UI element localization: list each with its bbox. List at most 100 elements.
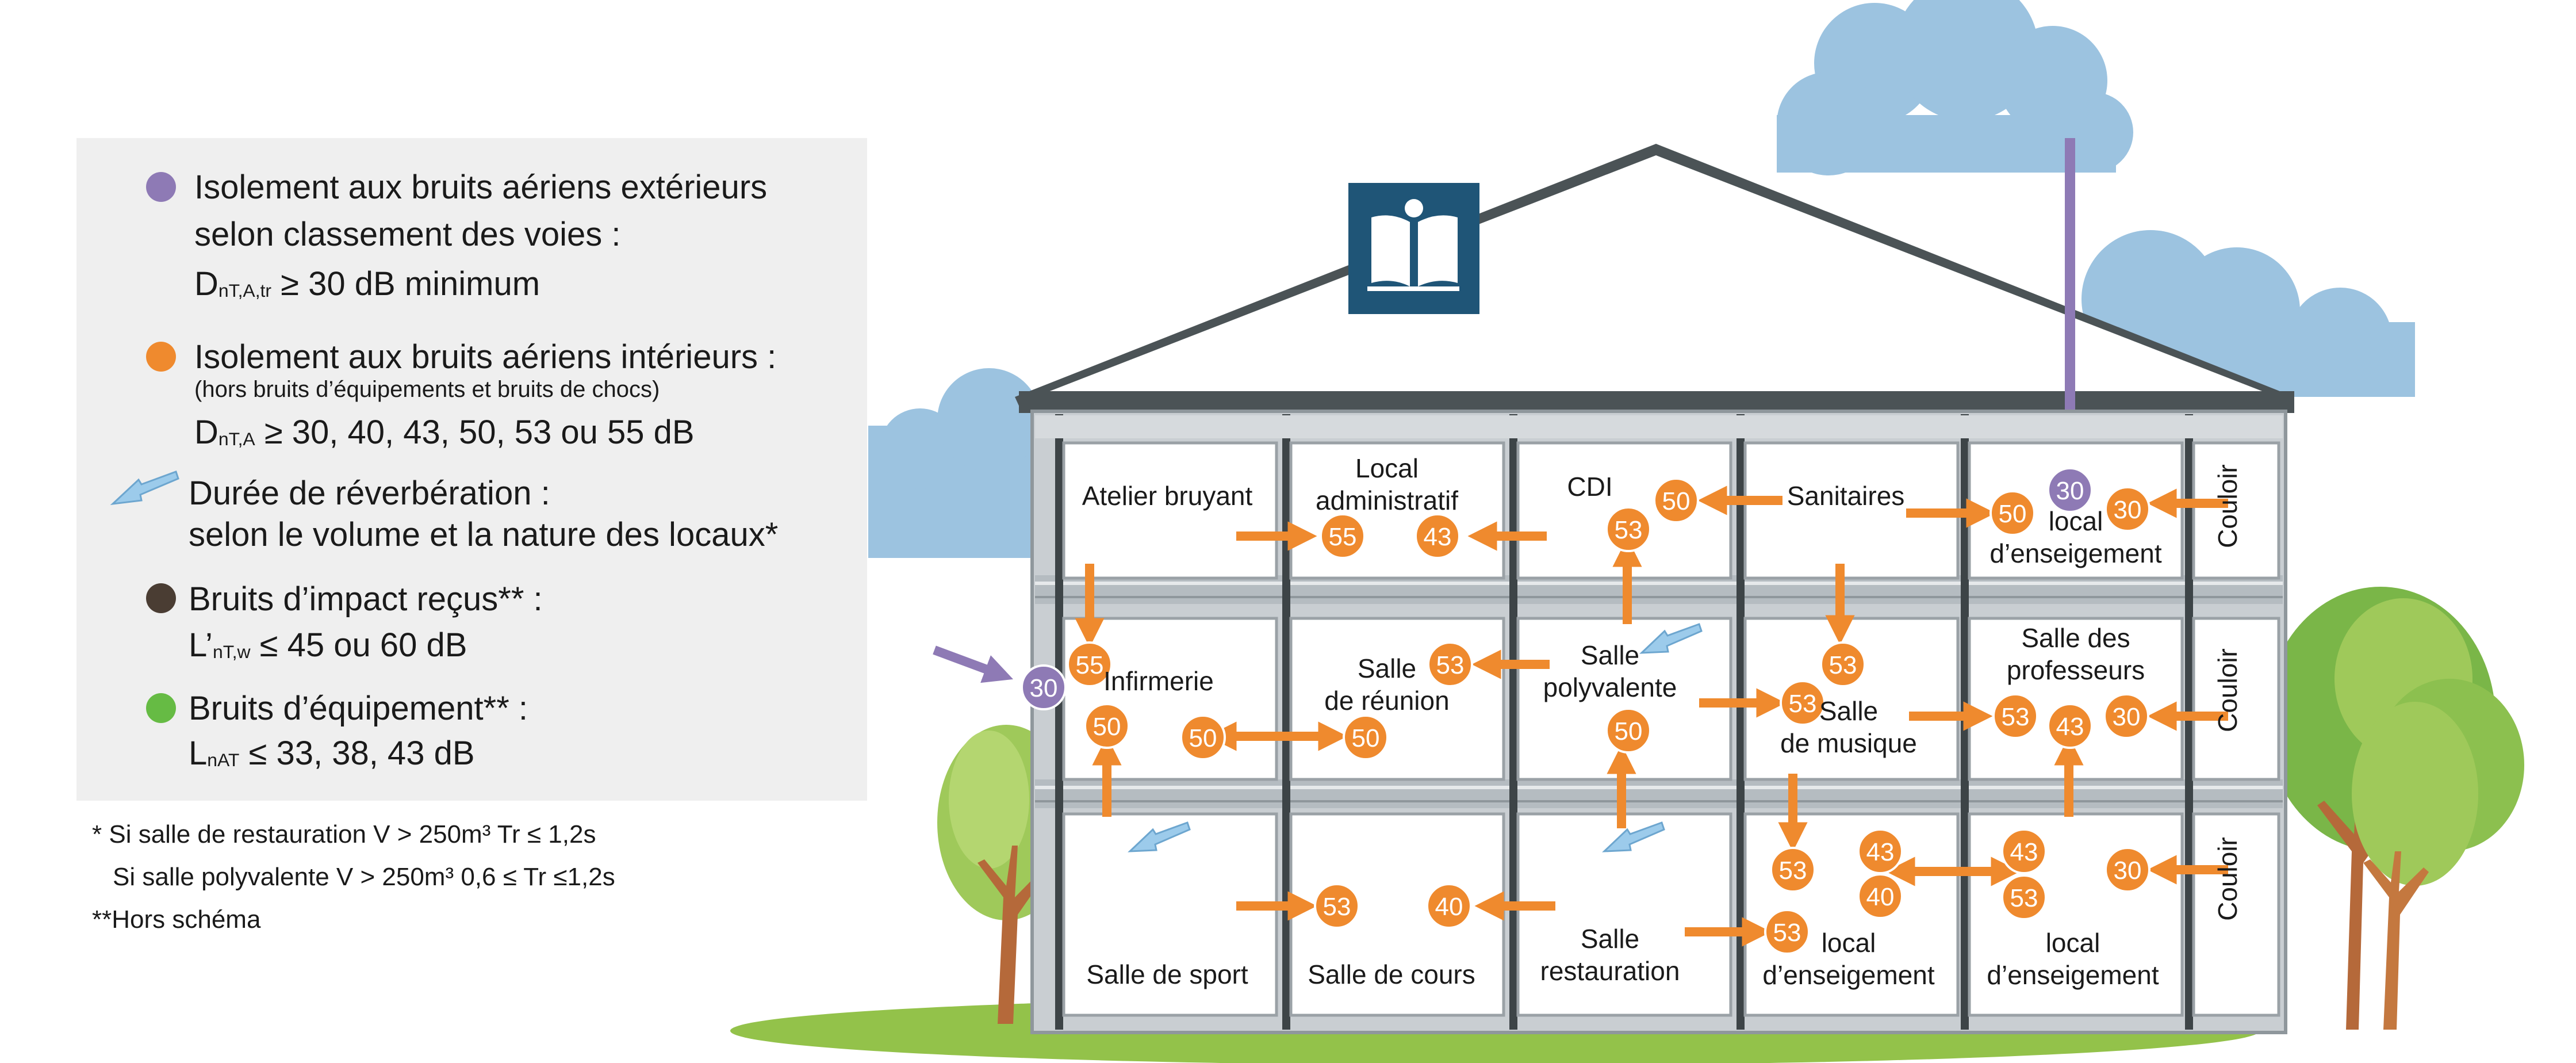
room-label-local-ens-top-2: d’enseigement (1989, 538, 2161, 568)
isolation-badge-b25: 40 (1857, 873, 1903, 919)
room-label-salle-restauration-1: Salle (1581, 924, 1639, 954)
floor-slab (1035, 575, 2283, 604)
isolation-badge-b11: 50 (1605, 708, 1651, 754)
facade-column (1282, 414, 1290, 1030)
reverberation-arrow-icon (1639, 623, 1703, 654)
isolation-badge-value: 50 (1999, 500, 2027, 528)
isolation-badge-value: 53 (2010, 884, 2038, 912)
isolation-badge-value: 53 (1779, 856, 1807, 885)
isolation-badge-b24: 43 (1857, 828, 1903, 874)
room-salle-reunion (1289, 617, 1505, 781)
legend-dot-interior (146, 342, 176, 372)
isolation-badge-value: 53 (1829, 651, 1857, 679)
isolation-badge-value: 30 (2056, 477, 2084, 505)
isolation-badge-value: 40 (1435, 893, 1463, 921)
facade-column (1736, 414, 1745, 1030)
room-label-salle-profs-1: Salle des (2021, 623, 2130, 653)
room-atelier (1062, 441, 1278, 580)
isolation-badge-b8: 55 (1067, 641, 1113, 687)
room-label-salle-sport-1: Salle de sport (1086, 959, 1248, 989)
isolation-badge-b16: 53 (1780, 680, 1826, 726)
room-label-couloir-1: Couloir (2213, 464, 2242, 548)
room-local-admin (1289, 441, 1505, 580)
isolation-badge-value: 50 (1189, 724, 1217, 752)
isolation-badge-value: 30 (2113, 703, 2141, 731)
room-label-couloir-2: Couloir (2213, 648, 2242, 732)
room-label-salle-reunion-2: de réunion (1324, 686, 1449, 716)
legend-exterior-line1: Isolement aux bruits aériens extérieurs (194, 169, 768, 206)
room-label-local-ens-top-1: local (2049, 506, 2103, 536)
facade-column (1961, 414, 1969, 1030)
isolation-badge-value: 55 (1076, 651, 1104, 679)
isolation-badge-b10: 53 (1427, 641, 1473, 687)
isolation-badge-value: 53 (1436, 651, 1465, 679)
isolation-badge-value: 50 (1093, 713, 1121, 741)
room-label-salle-reunion-1: Salle (1358, 653, 1416, 683)
isolation-badge-value: 55 (1329, 523, 1357, 551)
room-label-salle-musique-1: Salle (1819, 696, 1878, 726)
isolation-badge-b21: 53 (1764, 909, 1810, 955)
isolation-badge-b28: 30 (2104, 847, 2150, 893)
legend-reverb-arrow-icon (110, 471, 179, 506)
isolation-badge-b4: 53 (1605, 506, 1651, 552)
isolation-badge-b7: 30 (2104, 486, 2150, 532)
room-label-salle-polyvalente-1: Salle (1581, 640, 1639, 670)
room-label-local-ens-bot2-2: d’enseigement (1987, 960, 2159, 990)
isolation-badge-value: 53 (1789, 690, 1817, 718)
isolation-badge-b13: 53 (1820, 641, 1866, 687)
reverberation-arrow-icon (1602, 821, 1665, 852)
cloud-top-right (1777, 0, 2133, 175)
room-label-local-ens-bot1-1: local (1822, 928, 1876, 958)
isolation-badge-value: 43 (2010, 838, 2038, 866)
room-label-salle-restauration-2: restauration (1540, 956, 1680, 986)
floor-slab (1035, 779, 2283, 808)
footnote-2: Si salle polyvalente V > 250m³ 0,6 ≤ Tr … (113, 863, 615, 891)
isolation-badge-value: 50 (1352, 724, 1380, 752)
legend-dot-equipment (146, 693, 176, 723)
isolation-badge-b20: 53 (1770, 847, 1816, 893)
room-label-local-ens-bot2-1: local (2046, 928, 2100, 958)
room-label-salle-profs-2: professeurs (2007, 655, 2145, 685)
badges-layer: 55 43 50 53 50 30 30 55 30 53 50 50 53 50 50 53 53 43 30 53… (1021, 467, 2150, 955)
facade-column (1055, 414, 1063, 1030)
isolation-badge-value: 43 (1424, 523, 1452, 551)
isolation-badge-b19: 30 (2103, 693, 2149, 739)
legend-exterior-formula: DnT,A,tr ≥ 30 dB minimum (194, 265, 540, 303)
isolation-badge-value: 43 (2056, 713, 2084, 741)
cloud-left (868, 368, 1058, 558)
isolation-badge-b3: 50 (1653, 477, 1699, 523)
room-label-infirmerie-1: Infirmerie (1103, 666, 1214, 696)
roof-beam (1019, 391, 2294, 413)
isolation-badge-b2: 43 (1414, 513, 1460, 559)
room-label-salle-cours-1: Salle de cours (1308, 959, 1475, 989)
isolation-badge-b14: 50 (1084, 703, 1130, 749)
isolation-badge-value: 30 (1030, 674, 1058, 702)
facade-column (1509, 414, 1517, 1030)
isolation-badge-b27: 53 (2001, 874, 2047, 920)
isolation-badge-value: 40 (1866, 883, 1895, 911)
legend-equipment-line1: Bruits d’équipement** : (189, 690, 528, 727)
legend-interior-note: (hors bruits d’équipements et bruits de … (194, 377, 660, 402)
room-label-couloir-3: Couloir (2213, 837, 2242, 921)
isolation-badge-value: 53 (1615, 516, 1643, 544)
footnote-3: **Hors schéma (92, 905, 261, 934)
isolation-badge-b1: 55 (1320, 513, 1366, 559)
exterior-arrow-left (933, 645, 1013, 683)
isolation-badge-value: 30 (2114, 856, 2142, 885)
isolation-badge-value: 53 (1773, 919, 1801, 947)
isolation-badge-value: 50 (1662, 487, 1690, 515)
tree-right (2266, 587, 2524, 1030)
isolation-badge-b6: 30 (2047, 467, 2093, 513)
arrows-layer (933, 485, 2228, 947)
isolation-badge-b15: 50 (1343, 714, 1389, 760)
isolation-badge-value: 53 (1323, 893, 1351, 921)
reverberation-arrow-icon (1128, 821, 1191, 852)
isolation-badge-b18: 43 (2047, 703, 2093, 749)
room-couloir-1 (2192, 441, 2280, 580)
footnote-1: * Si salle de restauration V > 250m³ Tr … (92, 820, 596, 848)
isolation-badge-b17: 53 (1992, 693, 2038, 739)
isolation-badge-value: 30 (2114, 496, 2142, 524)
open-book-icon (1367, 199, 1459, 291)
